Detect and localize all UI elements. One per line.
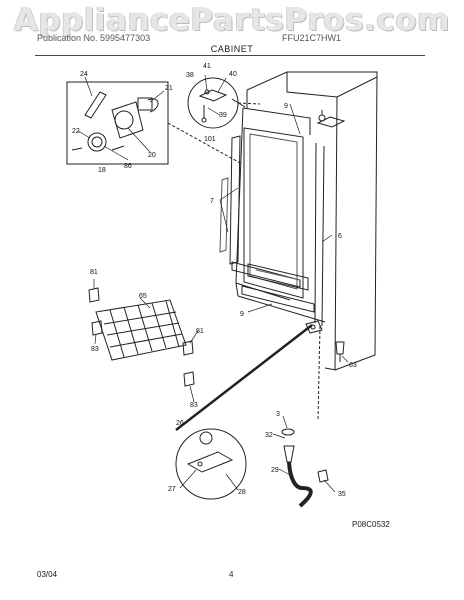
callout-24: 24 [80,71,88,78]
callout-labels: 24 21 22 20 86 18 41 38 40 39 101 9 7 6 … [72,63,357,498]
callout-7: 7 [210,198,214,205]
footer-date: 03/04 [37,570,58,579]
callout-63: 63 [349,362,357,369]
callout-41: 41 [203,63,211,70]
model-number: FFU21C7HW1 [282,33,342,43]
diagram-code: P08C0532 [352,520,390,529]
callout-83-left: 83 [91,346,99,353]
callout-35: 35 [338,491,346,498]
wire-basket [88,287,195,387]
header-rule [35,55,425,56]
watermark: AppliancePartsPros.com [14,2,450,38]
page-number: 4 [229,570,234,579]
callout-28: 28 [238,489,246,496]
callout-38: 38 [186,72,194,79]
leader-lines [77,74,349,493]
cabinet-body [231,71,378,371]
top-hinge [316,110,346,128]
callout-81-left: 81 [90,269,98,276]
callout-32: 32 [265,432,273,439]
callout-29: 29 [271,467,279,474]
callout-9-top: 9 [284,103,288,110]
callout-65: 65 [139,293,147,300]
callout-81-right: 81 [196,328,204,335]
callout-9-bottom: 9 [240,311,244,318]
callout-83-right: 83 [190,402,198,409]
gasket-strips [219,135,301,288]
callout-3: 3 [276,411,280,418]
callout-26: 26 [176,420,184,427]
callout-27: 27 [168,486,176,493]
callout-6: 6 [338,233,342,240]
light-assembly-inset [66,81,243,165]
publication-number: Publication No. 5995477303 [37,33,151,43]
callout-22: 22 [72,128,80,135]
callout-86: 86 [124,163,132,170]
hinge-detail-inset [187,77,261,129]
callout-40: 40 [229,71,237,78]
callout-101: 101 [204,136,216,143]
callout-39: 39 [219,112,227,119]
drain-detail-inset [175,324,313,500]
callout-20: 20 [148,152,156,159]
drain-assembly [281,325,329,508]
callout-21: 21 [165,85,173,92]
leveling-leg [335,341,345,362]
section-title: CABINET [210,44,254,54]
callout-18: 18 [98,167,106,174]
kick-plate [241,263,315,313]
